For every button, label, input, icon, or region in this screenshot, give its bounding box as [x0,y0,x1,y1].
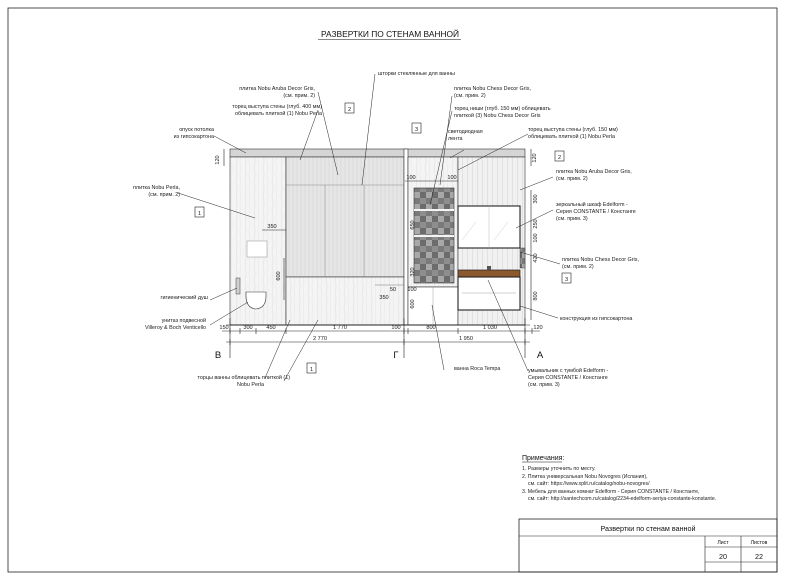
titleblock-sheet-label: Лист [717,540,729,546]
label-basin-c: (см. прим. 3) [528,382,560,388]
note-2: 2. Плитка универсальная Nobu Novogres (И… [522,474,648,480]
label-wall-end-150b: облицевать плиткой (1) Nobu Perla [528,133,615,140]
elevation-drawing [226,148,530,326]
annotations: плитка Nobu Aruba Decor Gris, (см. прим.… [133,71,639,388]
label-led: светодиодная [448,129,483,135]
dim-r250: 250 [533,219,539,228]
drawing-title: РАЗВЕРТКИ ПО СТЕНАМ ВАННОЙ [321,28,459,39]
callout-2-right: 2 [558,155,561,161]
dim-600-left: 600 [276,271,282,280]
label-wall-end-150: торец выступа стены (глуб. 150 мм) [528,127,618,133]
label-tile-aruba-1b: (см. прим. 2) [283,93,315,99]
dim-120-bottom: 120 [533,325,542,331]
axis-a: А [537,350,544,361]
label-shower: гигиенический душ [161,294,209,301]
label-ceiling-b: из гипсокартона [174,134,214,140]
label-led-b: лента [448,136,463,142]
dim-r800: 800 [533,291,539,300]
hygienic-shower [235,277,241,295]
dim-450: 450 [266,325,275,331]
label-curtains: шторки стеклянные для ванны [378,71,455,77]
dim-v120-right: 120 [532,153,538,162]
label-tile-aruba-2: плитка Nobu Aruba Decor Gris, [556,169,632,175]
callout-2-top: 2 [348,107,351,113]
label-tile-aruba-1: плитка Nobu Aruba Decor Gris, [239,86,315,92]
label-tile-chess-2b: (см. прим. 2) [562,264,594,270]
titleblock-sheet: 20 [719,552,727,561]
callouts: 2 3 2 1 3 1 [194,102,572,374]
washbasin-cabinet [457,269,521,278]
dim-350-left: 350 [267,224,276,230]
sheet-frame [7,7,778,573]
glass-curtains [285,156,405,278]
leader-lines [177,73,561,382]
label-tile-chess-2: плитка Nobu Chess Decor Gris, [562,257,639,263]
label-mirror: зеркальный шкаф Edelform - [556,201,628,208]
dim-v120-left: 120 [215,155,221,164]
label-niche-b: плиткой (3) Nobu Chess Decor Gris [454,112,541,119]
label-tile-perla: плитка Nobu Perla, [133,185,180,191]
callout-1-bottom: 1 [310,367,313,373]
dim-1770: 1 770 [333,325,347,331]
note-2b: см. сайт: https://www.xplit.ru/catalog/n… [528,480,650,487]
dim-320: 320 [410,267,416,276]
dim-100-top-left: 100 [406,175,415,181]
callout-3-top: 3 [415,127,418,133]
label-tile-chess-1: плитка Nobu Chess Decor Gris, [454,86,531,92]
dim-r300: 300 [533,194,539,203]
label-mirror-b: Серия CONSTANTE / Констанге [556,209,636,215]
label-ceiling: опуск потолка [179,127,214,133]
dim-50: 50 [390,287,396,293]
dim-1030: 1 030 [483,325,497,331]
label-tile-perla-b: (см. прим. 2) [148,192,180,198]
dim-650: 650 [410,220,416,229]
dim-r100: 100 [533,233,539,242]
label-bath-sides: торцы ванны облицевать плиткой (1) [197,374,290,381]
label-wall-end-400: торец выступа стены (глуб. 400 мм) [232,104,322,110]
label-toilet-b: Villeroy & Boch Venticello [145,325,206,331]
toilet [245,291,267,310]
dim-800: 800 [426,325,435,331]
label-bath: ванна Roca Tempa [454,366,500,372]
note-1: 1. Размеры уточнить по месту. [522,466,596,472]
label-bath-sides-b: Nobu Perla [237,382,264,388]
dim-300: 300 [243,325,252,331]
notes-block: Примечания: 1. Размеры уточнить по месту… [522,455,716,502]
dim-600-bath: 600 [410,299,416,308]
dim-150: 150 [219,325,228,331]
dim-100: 100 [391,325,400,331]
dim-100-mid: 100 [407,287,416,293]
dimension-lines: 150 300 450 1 770 100 800 1 030 120 2 77… [215,149,544,361]
axis-v: В [215,350,221,361]
dim-350-right: 350 [379,295,388,301]
label-gypsum: конструкция из гипсокартона [560,316,632,322]
note-3b: см. сайт: http://santechcom.ru/catalog/2… [528,495,716,502]
label-toilet: унитаз подвесной [162,317,206,324]
title-block: Развертки по стенам ванной Лист Листов 2… [518,518,778,573]
titleblock-sheets-label: Листов [751,540,768,546]
dim-100-top-right: 100 [447,175,456,181]
callout-3-right: 3 [565,277,568,283]
label-tile-aruba-2b: (см. прим. 2) [556,176,588,182]
label-niche: торец ниши (глуб. 150 мм) облицевать [454,106,551,112]
label-wall-end-400b: облицевать плиткой (1) Nobu Perla [235,110,322,117]
dim-r420: 420 [533,253,539,262]
label-basin: умывальник с тумбой Edelform - [528,367,608,374]
label-basin-b: Серия CONSTANTE / Констанге [528,375,608,381]
label-tile-chess-1b: (см. прим. 2) [454,93,486,99]
note-3: 3. Мебель для ванных комнат Edelform - С… [522,489,699,495]
label-mirror-c: (см. прим. 3) [556,216,588,222]
titleblock-sheets: 22 [755,552,763,561]
notes-heading: Примечания: [522,455,564,462]
dim-1950: 1 950 [459,336,473,342]
titleblock-name: Развертки по стенам ванной [600,524,695,533]
axis-g: Г [393,350,398,361]
callout-1-left: 1 [198,211,201,217]
dim-2770: 2 770 [313,336,327,342]
